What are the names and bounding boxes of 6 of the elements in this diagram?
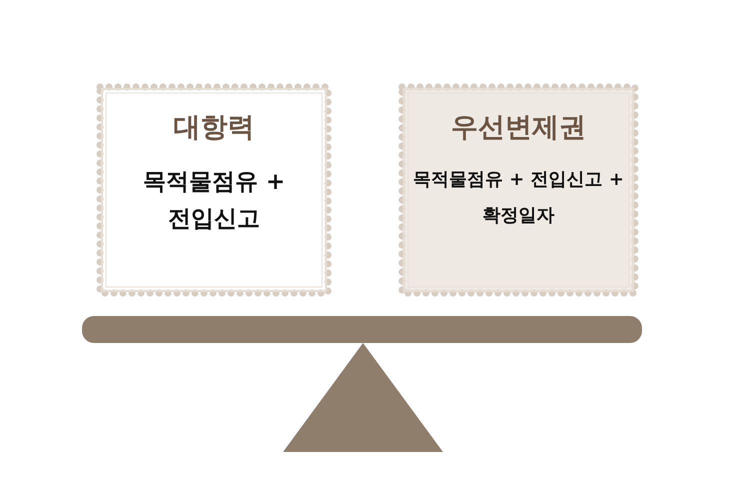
- stamp-box: [95, 82, 333, 298]
- box-heading: 대항력: [172, 111, 256, 144]
- box-heading: 우선변제권: [450, 111, 587, 144]
- box-body-text: 목적물점유 + 전입신고 + 확정일자: [412, 168, 625, 228]
- stamp-box: [397, 82, 640, 298]
- box-body-text: 목적물점유 + 전입신고: [142, 168, 286, 234]
